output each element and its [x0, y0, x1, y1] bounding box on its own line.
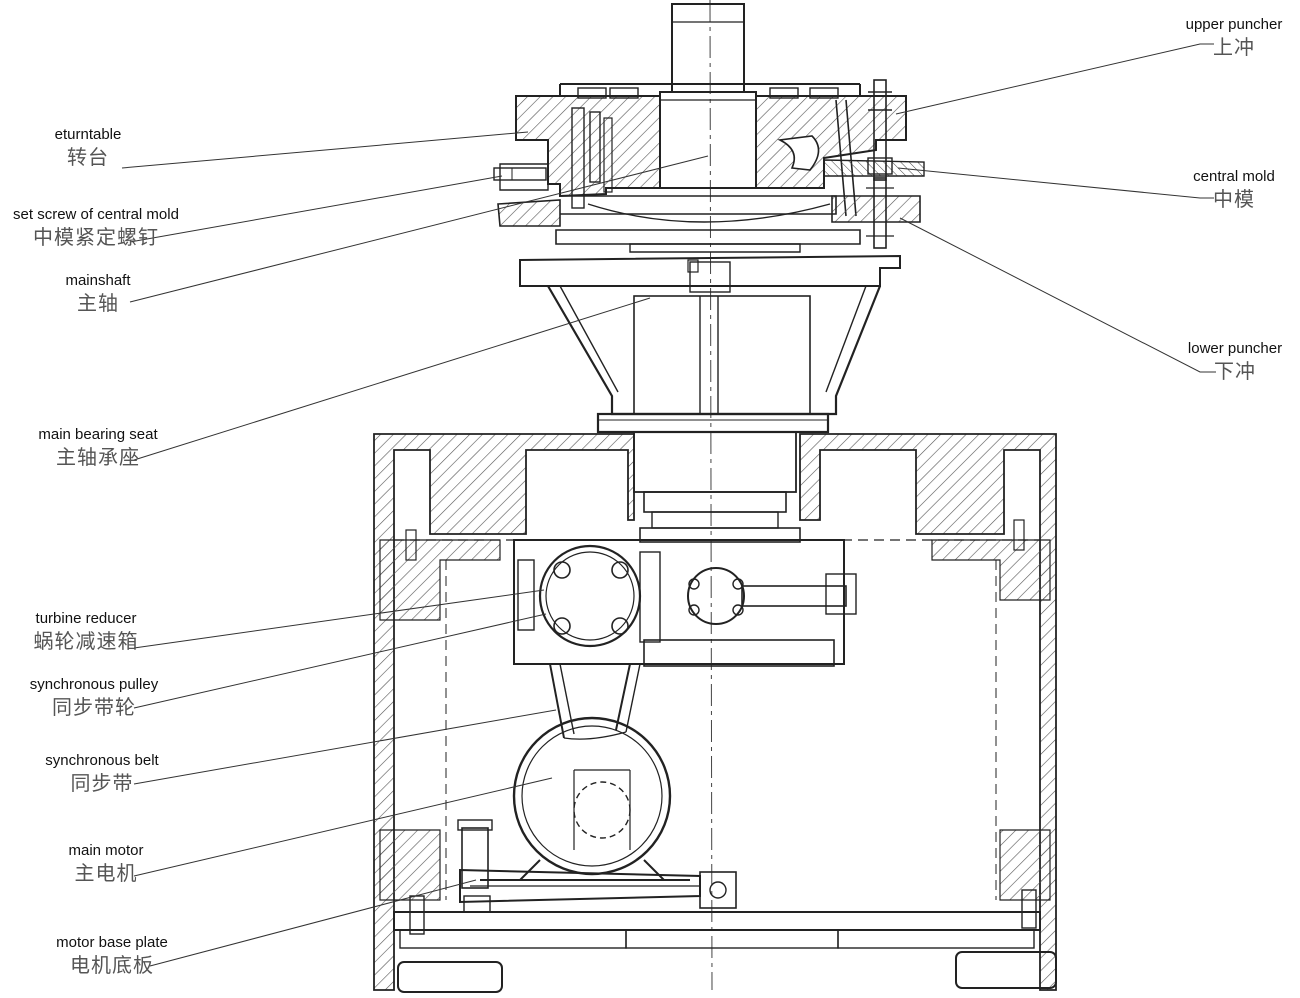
feet	[397, 519, 1057, 993]
label-eturntable-en: eturntable	[54, 126, 122, 143]
label-eturntable: eturntable 转台	[40, 126, 136, 170]
leader-lines	[121, 43, 1216, 967]
lower-plates	[519, 229, 901, 293]
leader-set-screw	[129, 175, 503, 243]
label-lower-puncher-zh: 下冲	[1214, 359, 1256, 383]
label-lower-puncher-en: lower puncher	[1187, 340, 1283, 357]
label-set-screw-en: set screw of central mold	[13, 206, 179, 223]
label-main-bearing-seat-zh: 主轴承座	[56, 445, 140, 469]
label-synchronous-pulley: synchronous pulley 同步带轮	[22, 676, 166, 720]
label-main-bearing-seat: main bearing seat 主轴承座	[28, 426, 168, 470]
label-lower-puncher: lower puncher 下冲	[1178, 340, 1292, 384]
leader-eturntable	[121, 131, 529, 169]
leader-main-bearing-seat	[133, 297, 651, 461]
label-central-mold-zh: 中模	[1213, 187, 1255, 211]
base-plate	[457, 819, 737, 913]
label-set-screw: set screw of central mold 中模紧定螺钉	[4, 206, 188, 250]
leader-main-motor	[133, 777, 553, 877]
label-motor-base-plate-en: motor base plate	[56, 934, 168, 951]
coupling	[633, 431, 801, 543]
reducer-box	[513, 539, 857, 667]
label-set-screw-zh: 中模紧定螺钉	[33, 225, 159, 249]
puncher-assembly	[866, 79, 894, 249]
label-synchronous-belt: synchronous belt 同步带	[36, 752, 168, 796]
label-synchronous-pulley-zh: 同步带轮	[52, 695, 136, 719]
leader-central-mold	[897, 167, 1214, 199]
belt-drive	[549, 663, 641, 740]
label-upper-puncher-zh: 上冲	[1213, 35, 1255, 59]
label-synchronous-belt-en: synchronous belt	[45, 752, 159, 769]
leader-lower-puncher	[899, 217, 1216, 373]
motor	[480, 716, 690, 881]
label-upper-puncher-en: upper puncher	[1185, 16, 1283, 33]
leader-upper-puncher	[895, 43, 1214, 115]
leader-mainshaft	[129, 155, 709, 303]
label-mainshaft-en: mainshaft	[65, 272, 131, 289]
label-main-bearing-seat-en: main bearing seat	[38, 426, 158, 443]
top-shaft	[659, 3, 757, 189]
turntable-body	[515, 83, 907, 217]
label-motor-base-plate-zh: 电机底板	[70, 953, 154, 977]
center-line	[709, 0, 713, 991]
label-central-mold-en: central mold	[1193, 168, 1275, 185]
frame-housing	[373, 433, 1057, 991]
leader-turbine-reducer	[133, 589, 545, 649]
label-eturntable-zh: 转台	[67, 145, 109, 169]
leader-motor-base-plate	[149, 879, 477, 967]
label-motor-base-plate: motor base plate 电机底板	[44, 934, 180, 978]
bearing-seat	[547, 285, 882, 434]
label-mainshaft-zh: 主轴	[77, 291, 119, 315]
label-mainshaft: mainshaft 主轴	[52, 272, 144, 316]
label-synchronous-belt-zh: 同步带	[70, 771, 134, 795]
label-turbine-reducer: turbine reducer 蜗轮减速箱	[24, 610, 148, 654]
label-turbine-reducer-en: turbine reducer	[35, 610, 137, 627]
label-synchronous-pulley-en: synchronous pulley	[29, 676, 159, 693]
label-main-motor-zh: 主电机	[74, 861, 138, 885]
label-main-motor: main motor 主电机	[56, 842, 156, 886]
label-upper-puncher: upper puncher 上冲	[1176, 16, 1292, 60]
label-turbine-reducer-zh: 蜗轮减速箱	[33, 629, 139, 653]
label-central-mold: central mold 中模	[1184, 168, 1284, 212]
label-main-motor-en: main motor	[68, 842, 144, 859]
leader-synchronous-pulley	[133, 613, 547, 709]
leader-synchronous-belt	[133, 709, 557, 785]
